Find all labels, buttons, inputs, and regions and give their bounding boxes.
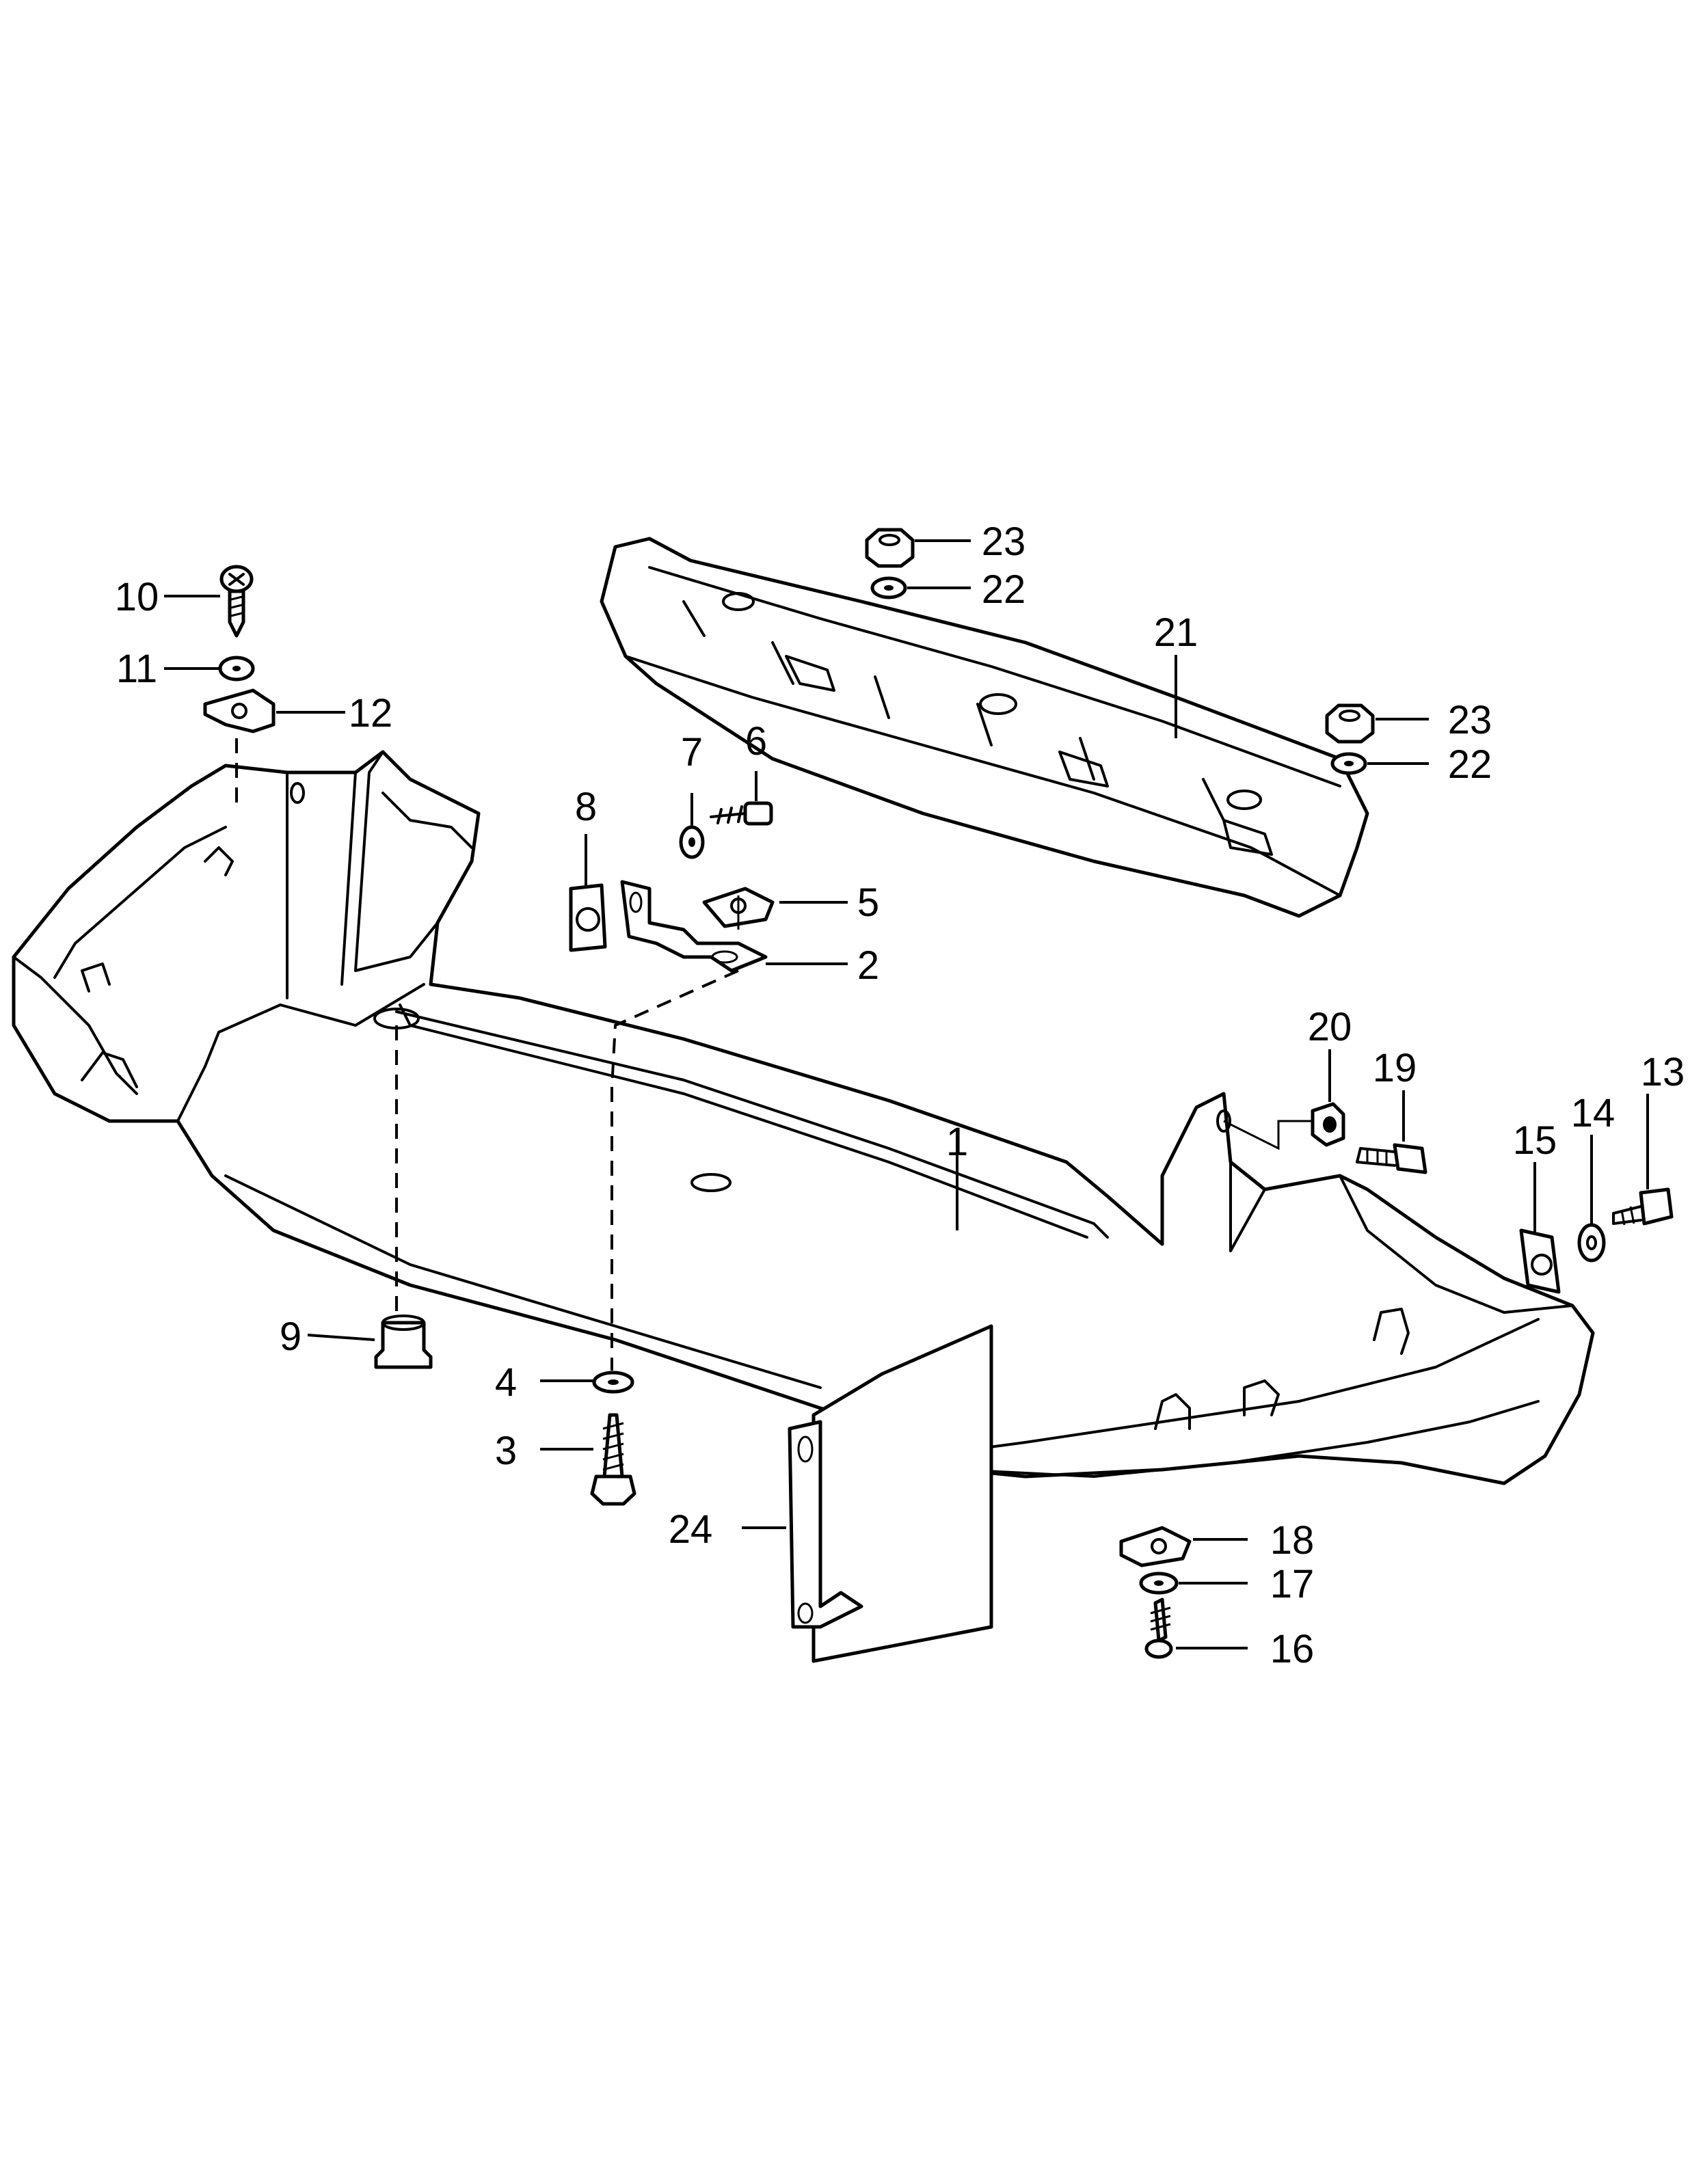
bracket-part-2 bbox=[620, 880, 768, 973]
clip-part-12 bbox=[203, 688, 276, 733]
callout-13: 13 bbox=[1641, 1050, 1685, 1094]
bolt-part-6 bbox=[710, 801, 773, 826]
bolt-part-13 bbox=[1612, 1187, 1674, 1226]
callout-15: 15 bbox=[1513, 1118, 1557, 1163]
assembly-guide-lines bbox=[235, 738, 1313, 1371]
callout-6: 6 bbox=[745, 719, 767, 764]
speed-nut-part-18 bbox=[1119, 1526, 1192, 1567]
callout-18: 18 bbox=[1270, 1518, 1315, 1563]
callout-8: 8 bbox=[575, 785, 597, 829]
clip-nut-part-15 bbox=[1519, 1228, 1561, 1294]
callout-11: 11 bbox=[116, 647, 157, 691]
callout-2: 2 bbox=[857, 943, 879, 988]
callout-16: 16 bbox=[1270, 1627, 1315, 1671]
callout-5: 5 bbox=[857, 880, 879, 925]
callout-20: 20 bbox=[1308, 1005, 1352, 1049]
washer-part-17 bbox=[1139, 1572, 1179, 1595]
callout-9: 9 bbox=[280, 1315, 301, 1359]
nut-part-23-lower bbox=[1325, 703, 1375, 744]
callout-4: 4 bbox=[495, 1360, 517, 1405]
callout-22-lower: 22 bbox=[1448, 742, 1492, 787]
washer-part-22-lower bbox=[1330, 752, 1367, 775]
callout-17: 17 bbox=[1270, 1562, 1315, 1606]
washer-part-22-upper bbox=[870, 576, 907, 599]
callout-7: 7 bbox=[681, 730, 703, 774]
callout-10: 10 bbox=[115, 575, 159, 619]
callout-12: 12 bbox=[349, 691, 393, 736]
bracket-plate-part-24 bbox=[788, 1324, 993, 1663]
washer-part-14 bbox=[1577, 1223, 1606, 1263]
cross-member-part-21 bbox=[600, 537, 1369, 918]
screw-part-3 bbox=[590, 1413, 636, 1506]
grommet-part-20 bbox=[1311, 1102, 1345, 1147]
callout-19: 19 bbox=[1373, 1046, 1417, 1090]
callout-22-upper: 22 bbox=[982, 567, 1026, 612]
bolt-part-19 bbox=[1356, 1143, 1427, 1174]
callout-23-lower: 23 bbox=[1448, 698, 1492, 742]
screw-part-16 bbox=[1144, 1597, 1173, 1659]
screw-part-10 bbox=[219, 565, 254, 638]
nut-part-23-upper bbox=[865, 528, 915, 568]
plug-part-9 bbox=[374, 1315, 433, 1369]
washer-part-11 bbox=[218, 656, 255, 682]
washer-part-4 bbox=[592, 1371, 634, 1394]
callout-labels: 1 2 3 4 5 6 7 8 9 10 11 12 13 14 15 16 1… bbox=[115, 520, 1685, 1671]
callout-14: 14 bbox=[1571, 1091, 1615, 1135]
washer-part-7 bbox=[679, 825, 705, 859]
lower-spoiler-part-1 bbox=[12, 750, 1595, 1485]
callout-1: 1 bbox=[946, 1120, 968, 1164]
clip-nut-part-8 bbox=[569, 883, 607, 952]
callout-3: 3 bbox=[495, 1429, 517, 1473]
callout-21: 21 bbox=[1154, 610, 1198, 655]
callout-24: 24 bbox=[669, 1507, 713, 1552]
callout-23-upper: 23 bbox=[982, 520, 1026, 564]
leader-lines bbox=[164, 539, 1649, 1649]
